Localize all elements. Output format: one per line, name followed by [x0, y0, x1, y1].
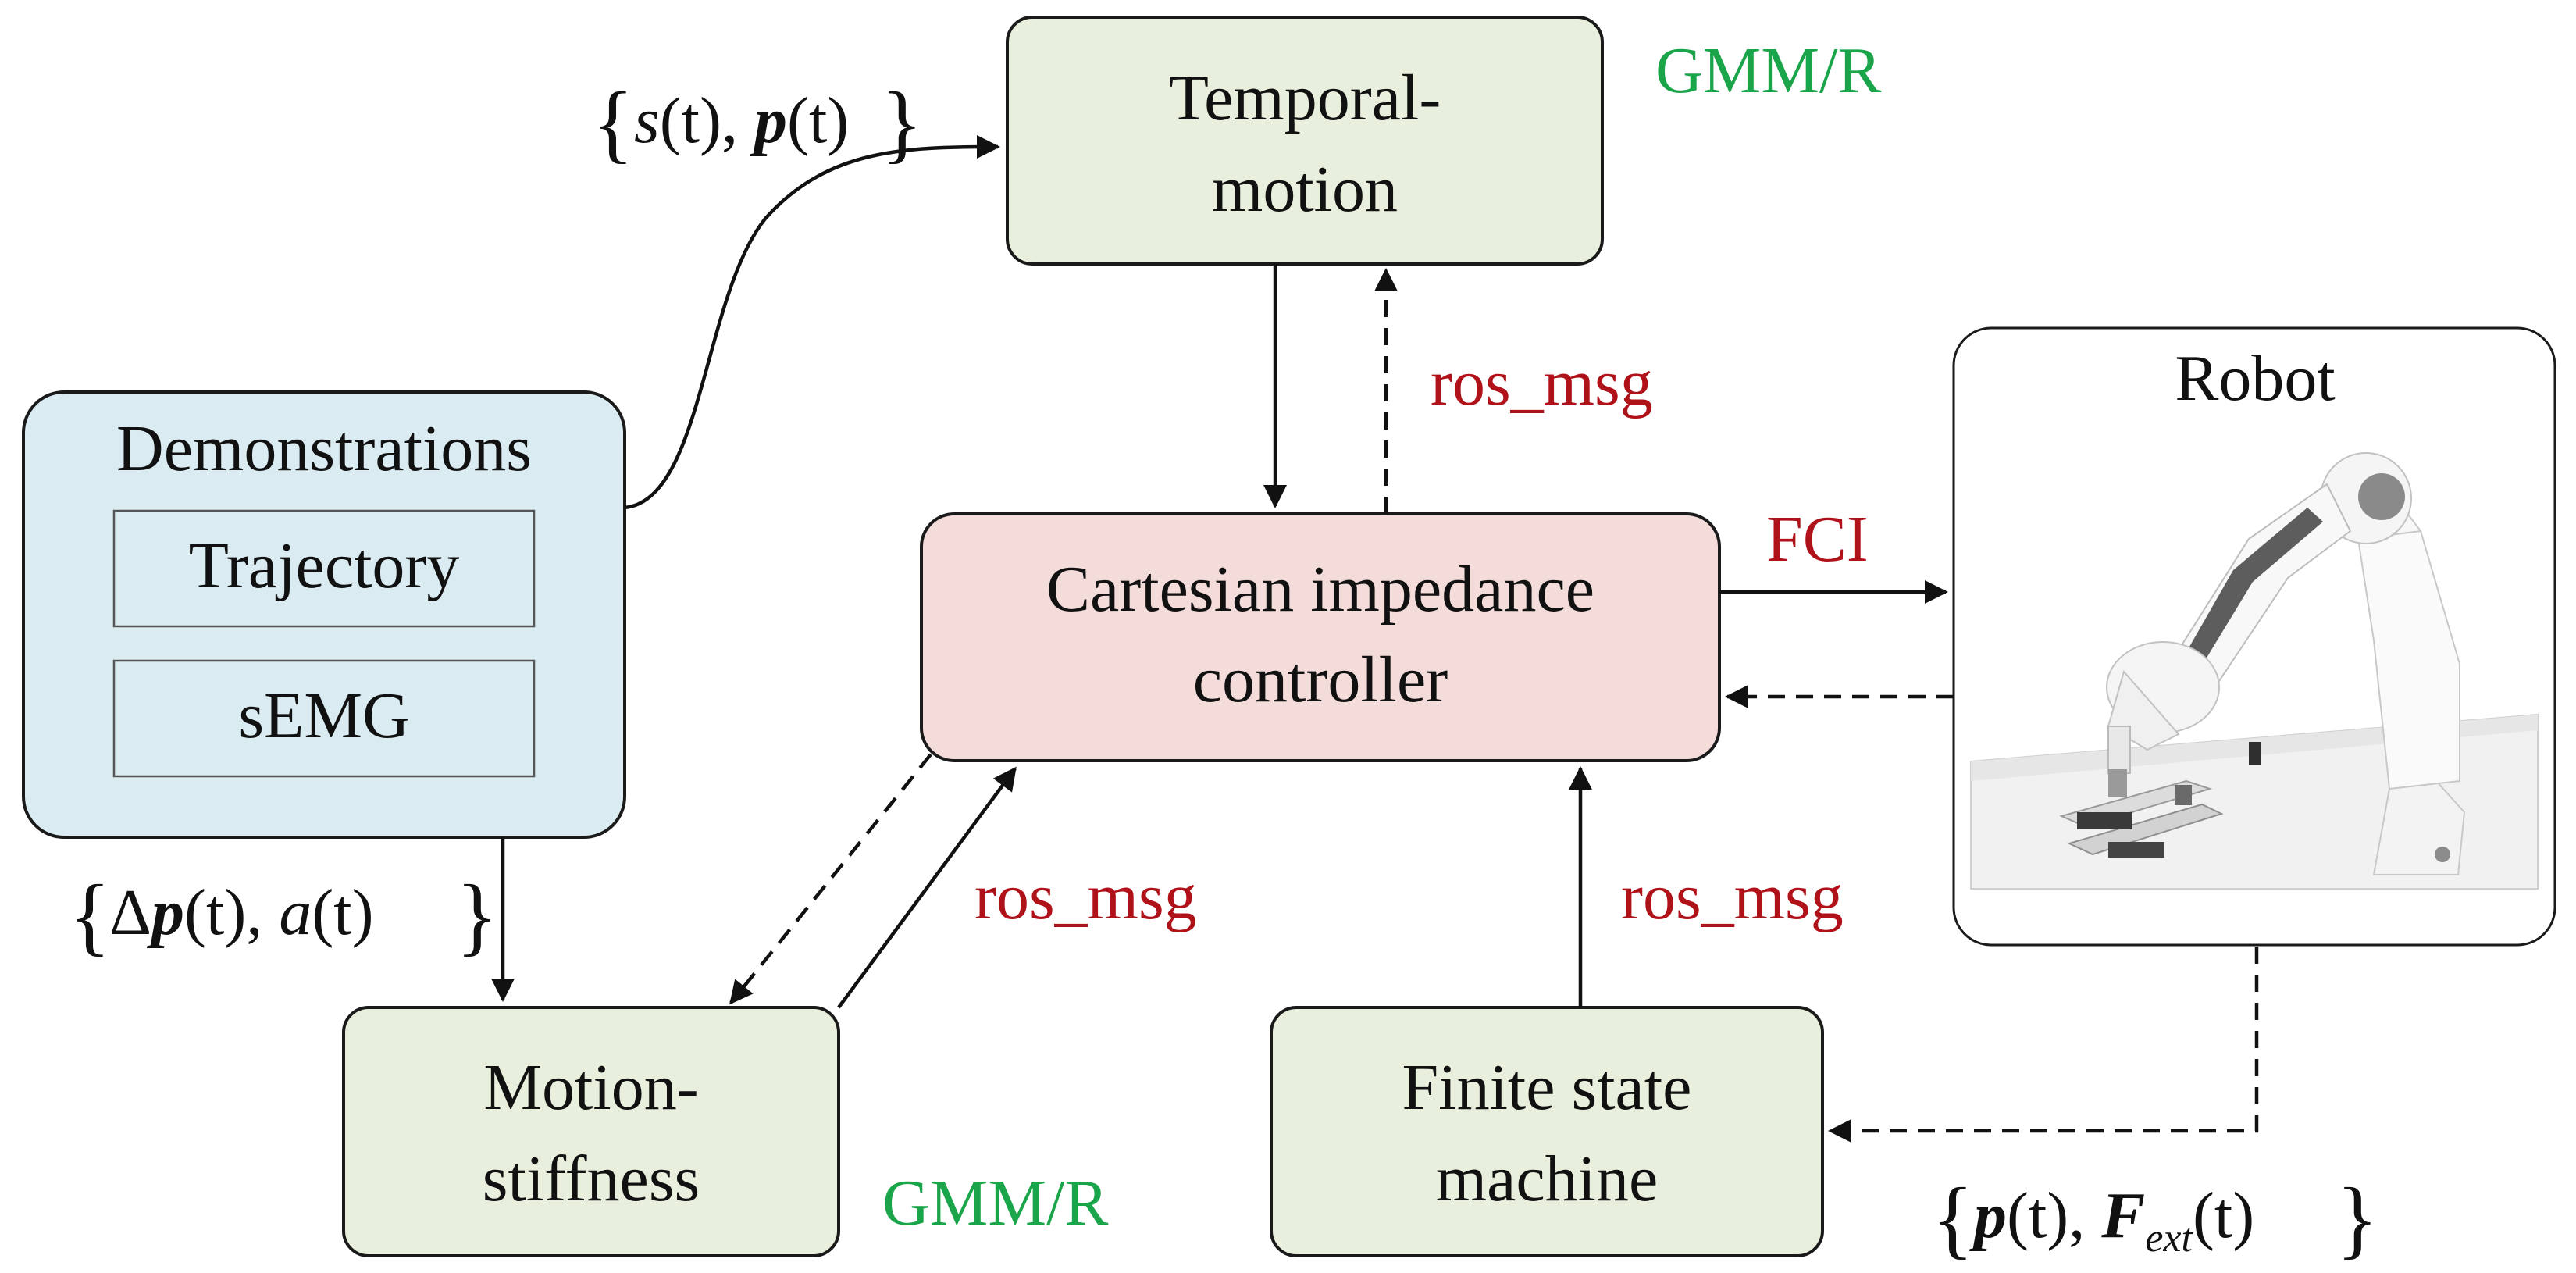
- cartesian-label-2: controller: [1193, 644, 1448, 716]
- math-t1: (t): [184, 876, 246, 949]
- edge-cartesian-to-stiffness: [729, 753, 932, 1005]
- math-F: F: [2100, 1179, 2145, 1252]
- fci-label: FCI: [1766, 503, 1869, 576]
- motion-stiffness-label-1: Motion-: [483, 1051, 698, 1124]
- cartesian-impedance-controller-node: Cartesian impedance controller: [920, 512, 1721, 762]
- math-s: s: [634, 84, 660, 157]
- edge-stiffness-to-cartesian: [837, 766, 1017, 1009]
- temporal-motion-node: Temporal- motion: [1006, 16, 1604, 266]
- temporal-motion-box: [1006, 16, 1604, 266]
- gmm-label-top: GMM/R: [1655, 34, 1881, 107]
- semg-box: [112, 659, 536, 778]
- math-temporal-input-text: s(t), p(t): [634, 84, 849, 157]
- ros-msg-label-right: ros_msg: [1621, 861, 1844, 933]
- finite-state-machine-node: Finite state machine: [1270, 1006, 1824, 1257]
- ros-msg-label-left: ros_msg: [974, 861, 1197, 933]
- demonstrations-title: Demonstrations: [116, 412, 532, 485]
- brace-open: {: [592, 75, 634, 172]
- math-temporal-input: { s(t), p(t) }: [592, 75, 923, 172]
- trajectory-label: Trajectory: [189, 530, 460, 602]
- demonstrations-node: Demonstrations Trajectory sEMG: [22, 390, 626, 839]
- brace-open: {: [1932, 1171, 1974, 1268]
- math-p: p: [147, 876, 184, 949]
- edge-robot-to-fsm: [1828, 947, 2259, 1143]
- brace-close: }: [881, 75, 923, 172]
- math-comma: ,: [721, 84, 754, 157]
- edge-demos-to-temporal: [624, 135, 1000, 510]
- math-t1: (t): [2007, 1179, 2068, 1252]
- cartesian-label-1: Cartesian impedance: [1046, 553, 1594, 626]
- math-p: p: [750, 84, 787, 157]
- robot-title: Robot: [2175, 342, 2335, 415]
- math-p: p: [1969, 1179, 2007, 1252]
- trajectory-box: [112, 509, 536, 628]
- math-stiffness-input: { Δp(t), a(t) }: [69, 868, 498, 965]
- cartesian-controller-box: [920, 512, 1721, 762]
- brace-close: }: [456, 868, 498, 965]
- math-t2: (t): [2193, 1179, 2254, 1252]
- motion-stiffness-node: Motion- stiffness: [342, 1006, 840, 1257]
- math-t1: (t): [660, 84, 721, 157]
- math-a: a: [279, 876, 312, 949]
- temporal-motion-label-1: Temporal-: [1169, 62, 1441, 134]
- math-comma: ,: [246, 876, 279, 949]
- fsm-box: [1270, 1006, 1824, 1257]
- math-stiffness-input-text: Δp(t), a(t): [109, 876, 374, 949]
- math-delta: Δ: [109, 876, 151, 949]
- math-t2: (t): [787, 84, 849, 157]
- semg-label: sEMG: [238, 679, 409, 752]
- brace-open: {: [69, 868, 111, 965]
- brace-close: }: [2336, 1171, 2378, 1268]
- gmm-label-bottom: GMM/R: [882, 1167, 1108, 1239]
- temporal-motion-label-2: motion: [1212, 153, 1398, 226]
- motion-stiffness-box: [342, 1006, 840, 1257]
- math-t2: (t): [312, 876, 373, 949]
- math-fsm-input-text: p(t), Fext(t): [1969, 1179, 2254, 1261]
- robot-arm-illustration: [1970, 452, 2539, 890]
- ros-msg-label-top: ros_msg: [1431, 347, 1653, 419]
- fsm-label-2: machine: [1436, 1143, 1659, 1215]
- math-comma: ,: [2068, 1179, 2101, 1252]
- math-fsm-input: { p(t), Fext(t) }: [1932, 1171, 2378, 1268]
- motion-stiffness-label-2: stiffness: [483, 1143, 700, 1215]
- fsm-label-1: Finite state: [1402, 1051, 1692, 1124]
- math-sub-ext: ext: [2145, 1216, 2193, 1261]
- robot-node: Robot: [1952, 326, 2556, 947]
